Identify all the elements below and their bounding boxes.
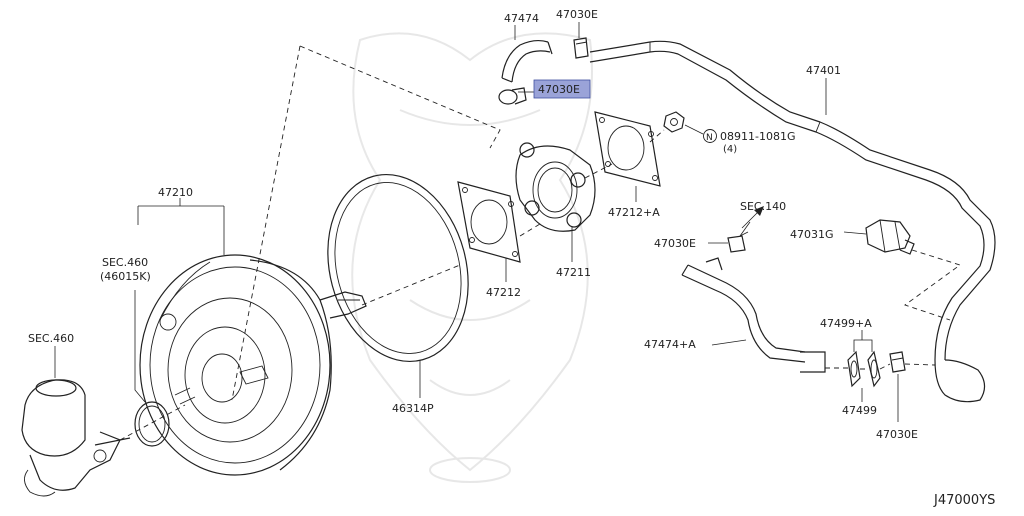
label-sec-140[interactable]: SEC.140 xyxy=(740,200,786,213)
grommet-47499[interactable] xyxy=(867,350,881,388)
label-47211[interactable]: 47211 xyxy=(556,266,591,279)
vacuum-hose-47401[interactable] xyxy=(589,40,996,403)
label-47499[interactable]: 47499 xyxy=(842,404,877,417)
hose-47474a[interactable] xyxy=(681,257,826,373)
drawing-code: J47000YS xyxy=(933,493,995,508)
label-sec-460[interactable]: SEC.460 xyxy=(102,256,148,269)
check-valve-47031g[interactable] xyxy=(865,219,915,255)
label-47210[interactable]: 47210 xyxy=(158,186,193,199)
label-46314p[interactable]: 46314P xyxy=(392,402,434,415)
clamp-mid[interactable] xyxy=(727,231,749,253)
assembly-lines xyxy=(119,45,961,441)
booster-seal[interactable] xyxy=(308,159,489,378)
label-sec-460-master[interactable]: SEC.460 xyxy=(28,332,74,345)
label-47401[interactable]: 47401 xyxy=(806,64,841,77)
n-symbol: N xyxy=(706,133,713,143)
label-47031g[interactable]: 47031G xyxy=(790,228,834,241)
label-47212a[interactable]: 47212+A xyxy=(608,206,660,219)
label-47499a[interactable]: 47499+A xyxy=(820,317,872,330)
label-47474[interactable]: 47474 xyxy=(504,12,539,25)
clamp-bottom[interactable] xyxy=(889,351,906,373)
label-nut-qty: (4) xyxy=(723,144,737,155)
label-47212[interactable]: 47212 xyxy=(486,286,521,299)
label-47030e-top[interactable]: 47030E xyxy=(556,8,598,21)
label-46015k: (46015K) xyxy=(100,270,151,283)
nut[interactable] xyxy=(663,111,685,133)
label-08911-1081g[interactable]: 08911-1081G xyxy=(720,130,795,143)
sec-140-arrow xyxy=(741,206,764,229)
clamp-highlighted[interactable] xyxy=(498,87,527,105)
grommet-47499a[interactable] xyxy=(847,350,861,388)
brake-booster[interactable] xyxy=(139,254,367,476)
master-cylinder[interactable] xyxy=(21,379,131,497)
callouts: 47474 47030E 47030E 47401 N 08911-1081G … xyxy=(28,8,995,508)
label-47030e-mid[interactable]: 47030E xyxy=(654,237,696,250)
label-47030e-highlight[interactable]: 47030E xyxy=(538,83,580,96)
label-47030e-bottom[interactable]: 47030E xyxy=(876,428,918,441)
leader-lines xyxy=(54,22,899,422)
hose-47474[interactable] xyxy=(501,39,553,83)
label-47474a[interactable]: 47474+A xyxy=(644,338,696,351)
o-ring[interactable] xyxy=(134,401,170,447)
highlight-box xyxy=(533,79,591,99)
gasket-47212[interactable] xyxy=(457,181,521,263)
spacer-47211[interactable] xyxy=(515,142,596,232)
n-symbol-circle xyxy=(703,129,717,143)
clamp-upper-right[interactable] xyxy=(573,37,589,59)
watermark-emblem xyxy=(351,32,593,483)
gasket-47212a[interactable] xyxy=(594,111,661,187)
